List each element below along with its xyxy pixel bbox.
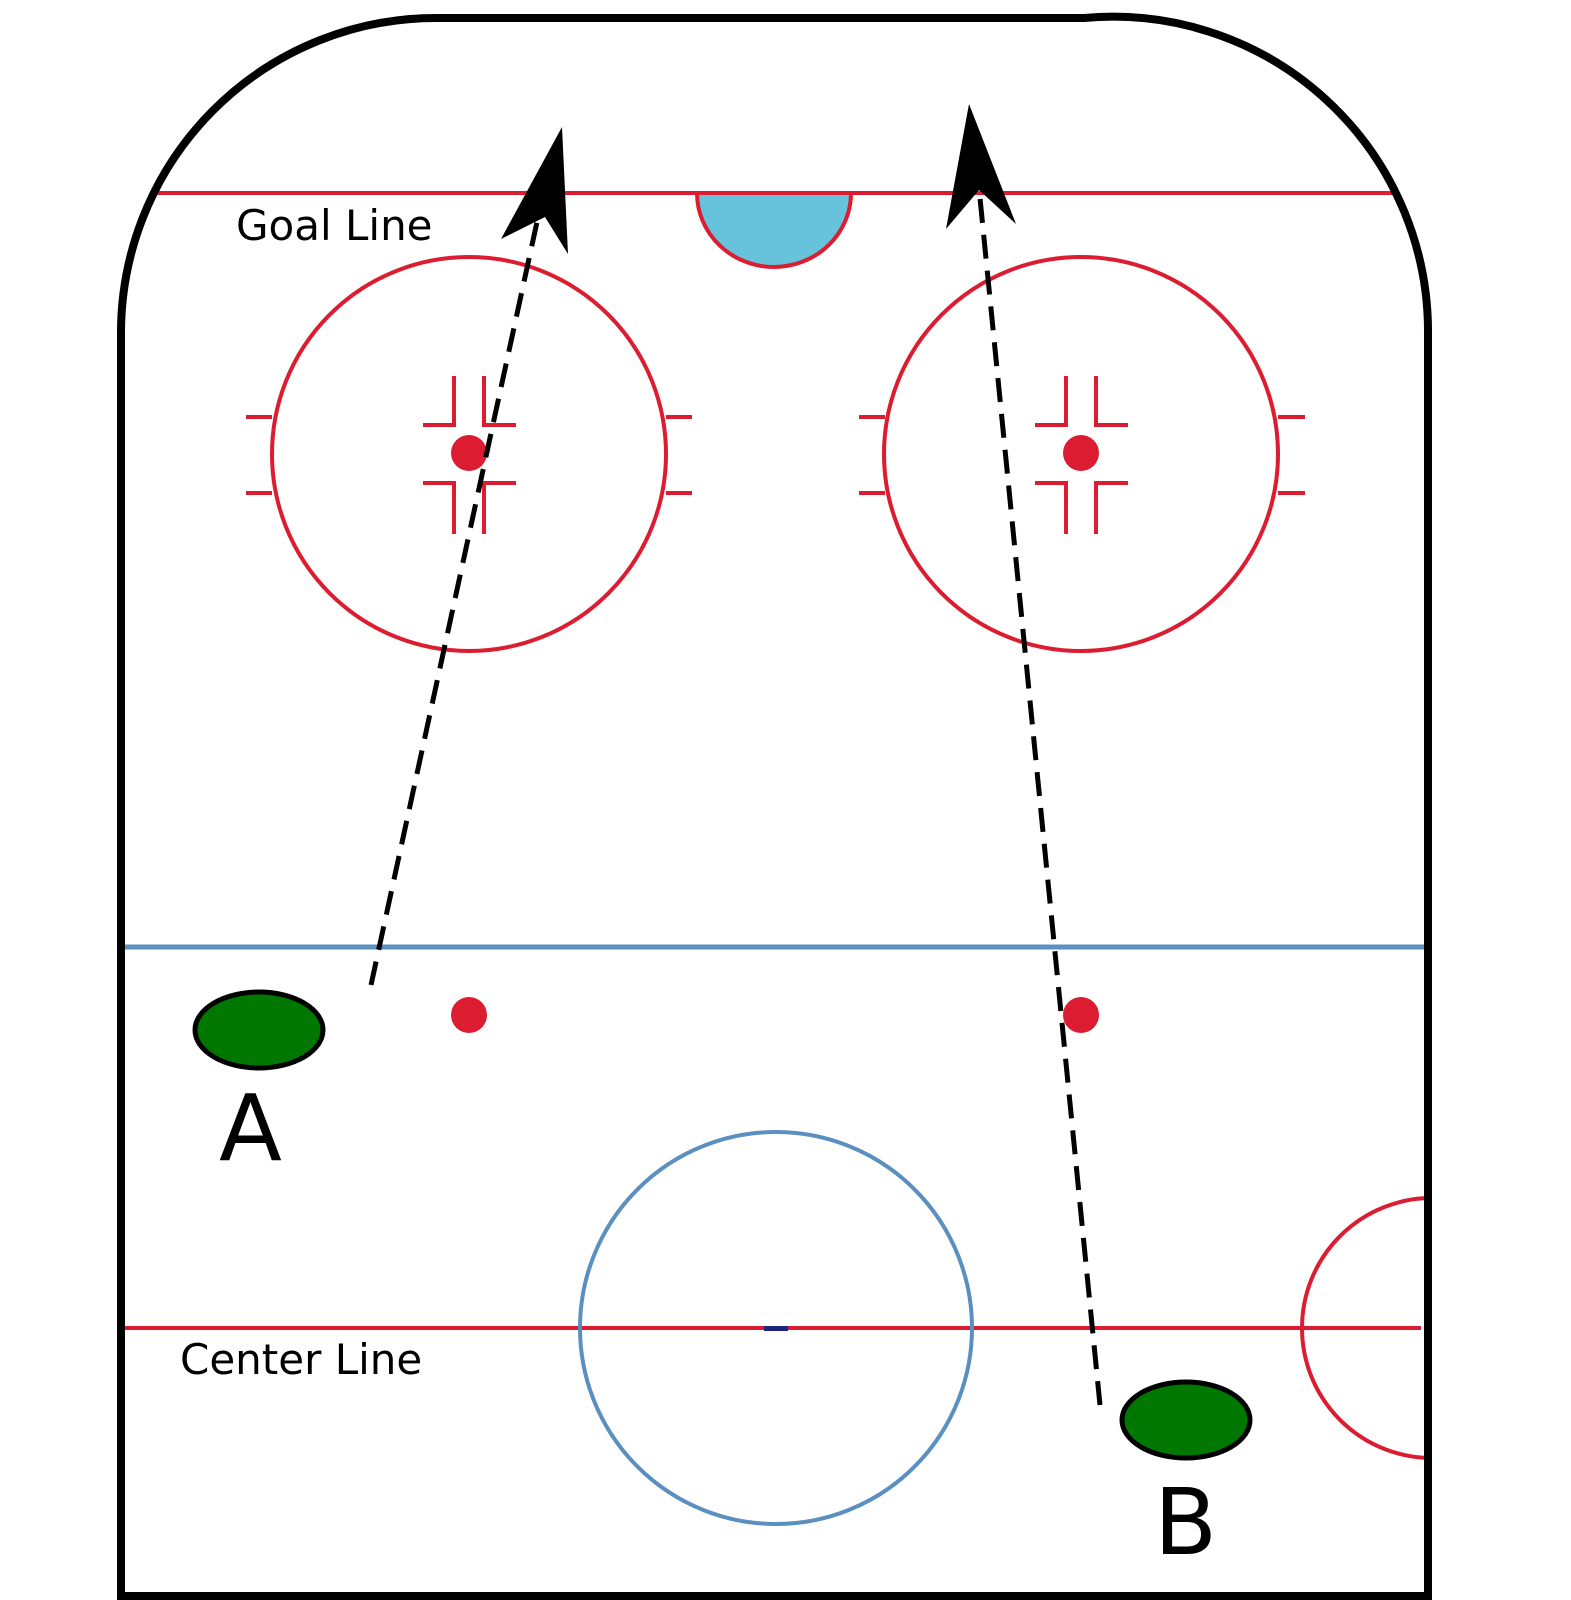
neutral-zone-circle xyxy=(1300,1196,1426,1460)
goal-line-label: Goal Line xyxy=(236,201,433,250)
center-dot xyxy=(764,1326,788,1331)
player-b-label: B xyxy=(1154,1469,1217,1576)
player-b-path xyxy=(977,197,1103,1406)
player-b-arrowhead xyxy=(946,104,1016,229)
faceoff-dot-left xyxy=(451,435,487,471)
goal-crease xyxy=(694,191,854,269)
neutral-dot-left xyxy=(451,997,487,1033)
rink-boards xyxy=(116,12,1433,1600)
faceoff-dot-right xyxy=(1063,435,1099,471)
player-b-marker xyxy=(1119,1379,1253,1461)
neutral-dot-right xyxy=(1063,997,1099,1033)
player-a-label: A xyxy=(219,1075,282,1182)
player-a-arrowhead xyxy=(501,127,568,254)
player-a-marker xyxy=(192,989,326,1071)
center-line-label: Center Line xyxy=(180,1335,422,1384)
player-a-path xyxy=(368,221,540,986)
faceoff-circle-left xyxy=(246,255,692,653)
faceoff-circle-right xyxy=(859,255,1305,653)
center-faceoff-circle xyxy=(578,1130,974,1526)
